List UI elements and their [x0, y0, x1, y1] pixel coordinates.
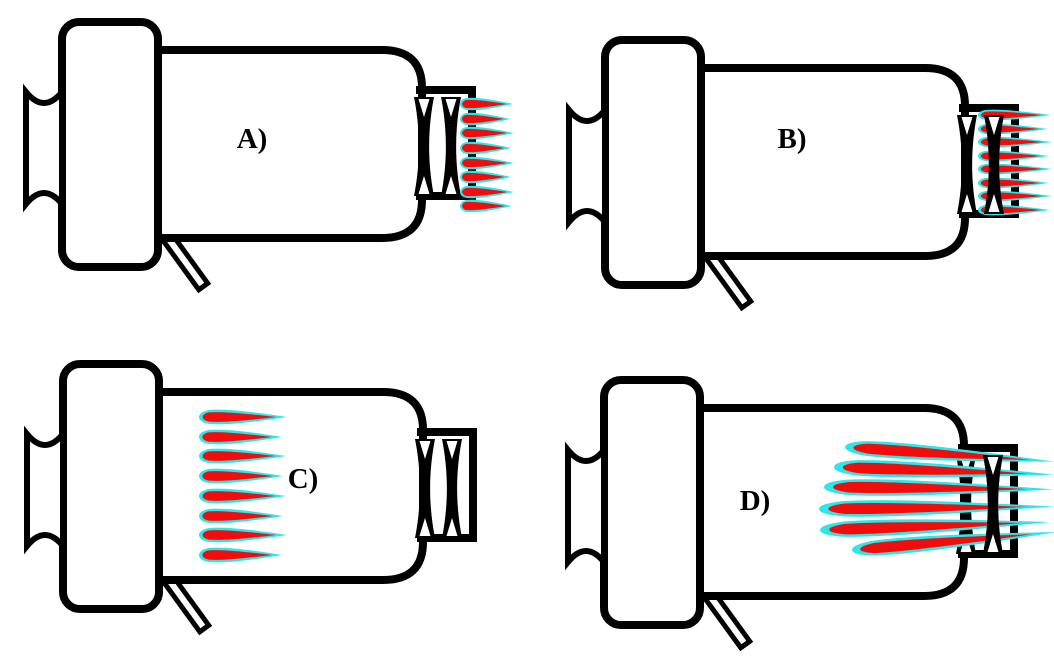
flame	[460, 112, 510, 126]
engine-body	[26, 22, 472, 290]
diagram-panel-c: C)	[27, 364, 473, 632]
diagram-panel-d: D)	[568, 380, 1054, 648]
panel-label-a: A)	[237, 123, 268, 155]
panel-label-b: B)	[778, 123, 807, 155]
flame	[460, 97, 513, 111]
flame	[460, 170, 511, 184]
engine-body	[569, 40, 1015, 308]
flame	[460, 141, 511, 155]
flame	[460, 156, 514, 170]
engine-body	[568, 380, 1014, 648]
flame	[460, 126, 514, 140]
panel-label-d: D)	[740, 485, 771, 517]
panel-label-c: C)	[288, 463, 319, 495]
flame	[460, 199, 512, 213]
diagram-panel-b: B)	[569, 40, 1052, 308]
diagram-panel-a: A)	[26, 22, 514, 290]
flame	[460, 185, 514, 199]
